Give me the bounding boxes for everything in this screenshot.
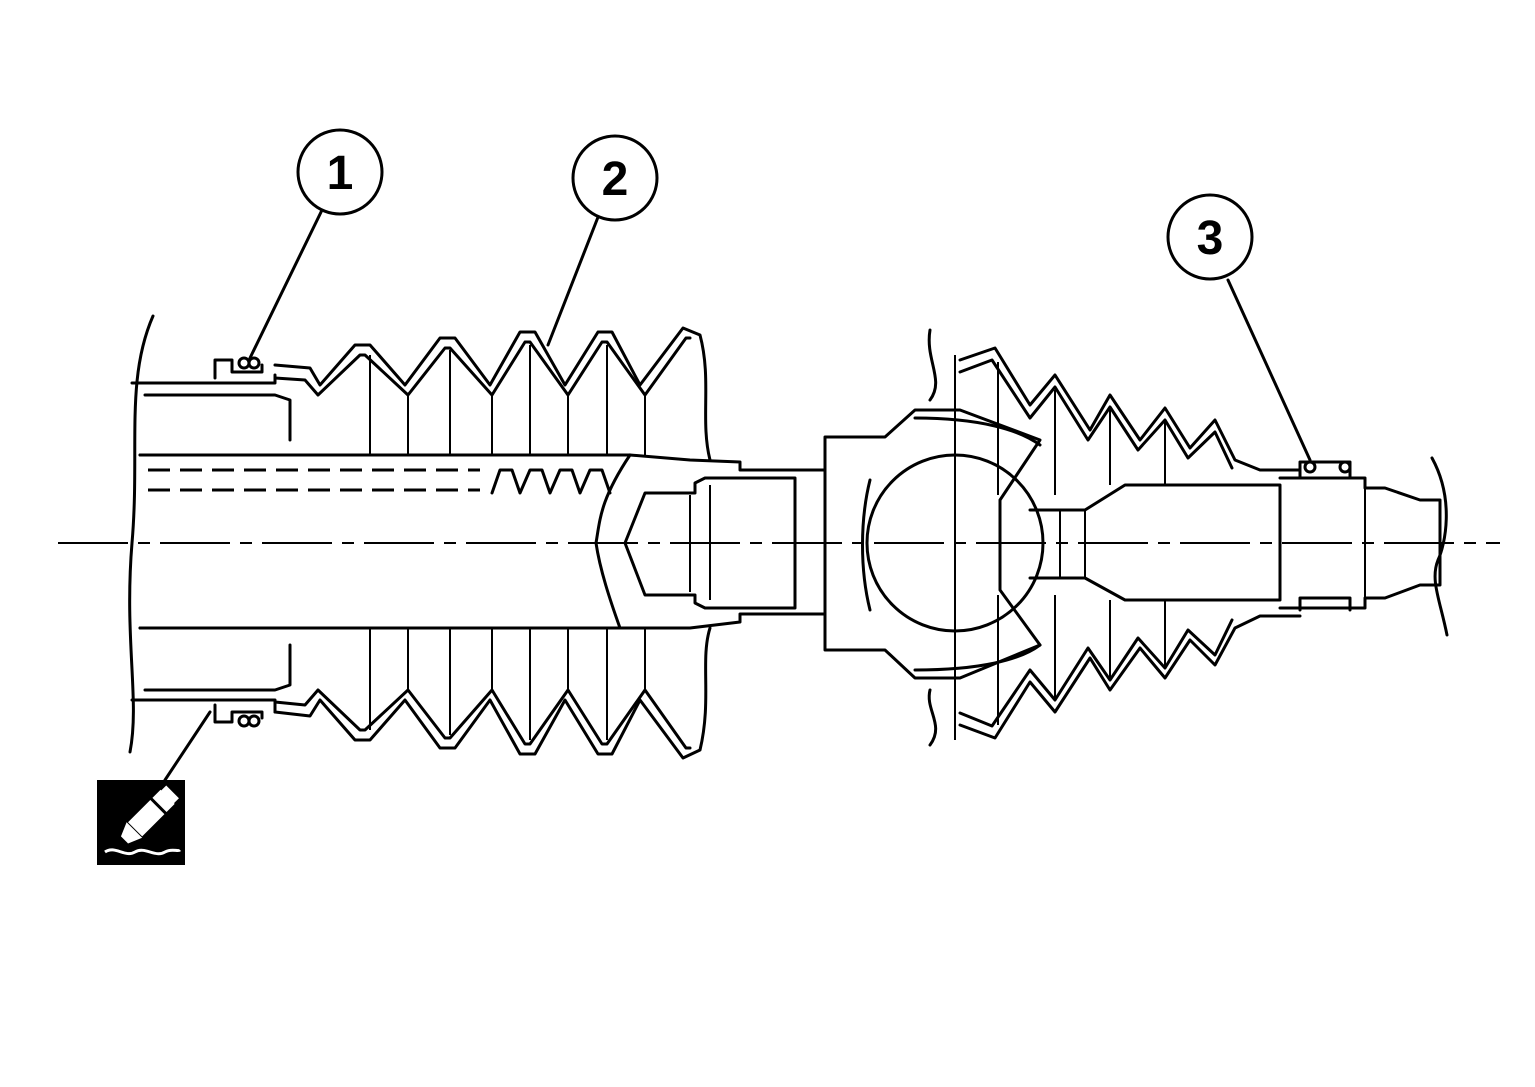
callout-2: 2 [571,134,659,222]
tie-rod-shaft [1028,483,1282,602]
inner-boot [273,326,712,760]
housing-break-line [128,314,155,754]
outer-boot [958,346,1352,740]
sealant-tube-icon [97,780,185,865]
outer-shaft-end [1278,456,1449,637]
leader-line-3 [1226,278,1312,462]
callout-3-label: 3 [1197,212,1224,265]
rack-rod [138,453,827,630]
tie-rod-socket [623,476,797,610]
ball-joint [823,328,1045,747]
callout-1-label: 1 [327,147,354,200]
callout-2-label: 2 [602,153,629,206]
leader-line-2 [546,210,602,347]
leader-line-1 [248,206,325,360]
callout-3: 3 [1166,193,1254,281]
callout-1: 1 [296,128,384,216]
leader-line-sealant [163,710,212,782]
rack-housing [130,356,292,728]
